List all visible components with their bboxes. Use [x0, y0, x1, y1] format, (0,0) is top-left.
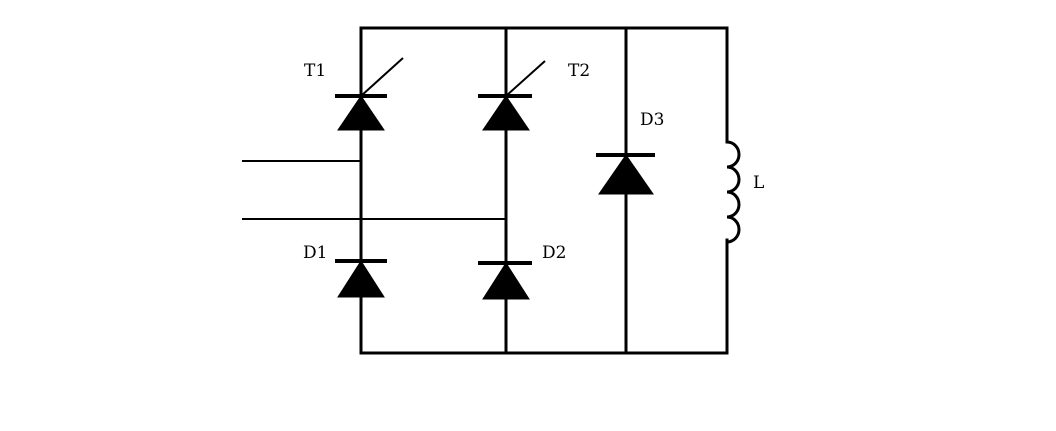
diode-d1-triangle [337, 260, 385, 298]
label-d1: D1 [303, 243, 327, 263]
diode-d1 [335, 259, 387, 298]
diode-d3 [596, 153, 655, 195]
label-d3: D3 [640, 110, 664, 130]
thyristor-t1 [335, 57, 404, 131]
inductor-l-coil [726, 140, 741, 244]
thyristor-t2-gate [505, 60, 546, 97]
diode-d2 [478, 261, 532, 300]
thyristor-t1-triangle [337, 95, 385, 131]
diode-d2-triangle [482, 262, 530, 300]
label-t1: T1 [304, 61, 326, 81]
diode-d3-triangle [598, 154, 654, 195]
thyristor-t2-triangle [482, 95, 530, 131]
label-d2: D2 [542, 243, 566, 263]
thyristor-t1-gate [360, 57, 404, 97]
label-l: L [753, 173, 764, 193]
label-t2: T2 [568, 61, 590, 81]
thyristor-t2 [478, 60, 546, 131]
